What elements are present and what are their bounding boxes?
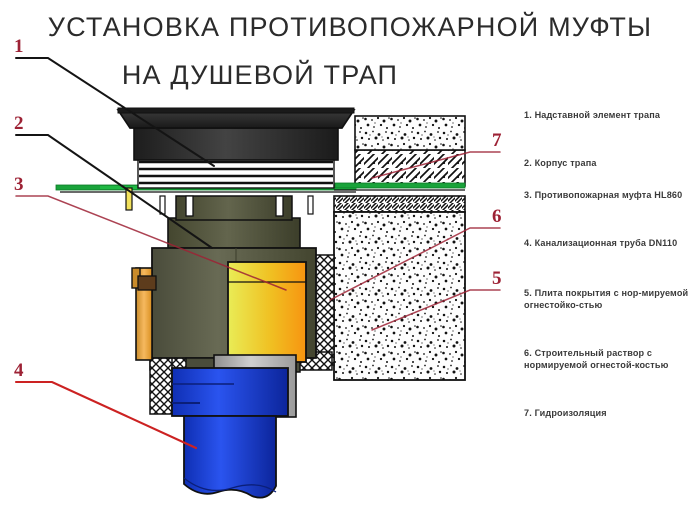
- legend-item-4-text: Канализационная труба DN110: [534, 238, 678, 248]
- leader-number-5: 5: [492, 268, 502, 289]
- leader-number-4: 4: [14, 360, 24, 381]
- leader-line-5: [371, 289, 501, 331]
- leader-line-1: [15, 57, 215, 167]
- leader-line-2: [15, 134, 213, 249]
- leader-number-6: 6: [492, 206, 502, 227]
- drain-extension-element: [116, 107, 356, 217]
- legend-item-7-num: 7.: [524, 408, 532, 418]
- legend-item-2: 2. Корпус трапа: [524, 158, 696, 170]
- legend-item-5-num: 5.: [524, 288, 532, 298]
- leader-line-6: [329, 227, 501, 301]
- legend-item-6: 6. Строительный раствор с нормируемой ог…: [524, 348, 696, 371]
- legend-item-6-num: 6.: [524, 348, 532, 358]
- leader-line-3: [15, 195, 287, 291]
- legend-item-4-num: 4.: [524, 238, 532, 248]
- title-line-1: УСТАНОВКА ПРОТИВОПОЖАРНОЙ МУФТЫ: [48, 11, 652, 42]
- legend-item-1-num: 1.: [524, 110, 532, 120]
- leader-line-7: [371, 151, 501, 179]
- legend-item-6-text: Строительный раствор с нормируемой огнес…: [524, 348, 669, 370]
- legend-item-7-text: Гидроизоляция: [534, 408, 607, 418]
- legend-item-3: 3. Противопожарная муфта HL860: [524, 190, 696, 202]
- leader-number-7: 7: [492, 130, 502, 151]
- legend-item-2-num: 2.: [524, 158, 532, 168]
- title-line-2: НА ДУШЕВОЙ ТРАП: [122, 59, 398, 90]
- sewer-pipe-dn110: [171, 354, 297, 499]
- legend-item-3-text: Противопожарная муфта HL860: [534, 190, 683, 200]
- legend-item-5-text: Плита покрытия с нор-мируемой огнестойко…: [524, 288, 689, 310]
- leader-number-2: 2: [14, 113, 24, 134]
- legend-item-1-text: Надставной элемент трапа: [534, 110, 661, 120]
- leader-line-4: [14, 380, 198, 450]
- legend-item-4: 4. Канализационная труба DN110: [524, 238, 696, 250]
- leader-number-3: 3: [14, 174, 24, 195]
- legend-item-1: 1. Надставной элемент трапа: [524, 110, 696, 122]
- legend-item-7: 7. Гидроизоляция: [524, 408, 696, 420]
- legend-item-5: 5. Плита покрытия с нор-мируемой огнесто…: [524, 288, 696, 311]
- concrete-slab-group: [333, 115, 466, 381]
- leader-number-1: 1: [14, 36, 24, 57]
- legend-item-3-num: 3.: [524, 190, 532, 200]
- legend-item-2-text: Корпус трапа: [534, 158, 597, 168]
